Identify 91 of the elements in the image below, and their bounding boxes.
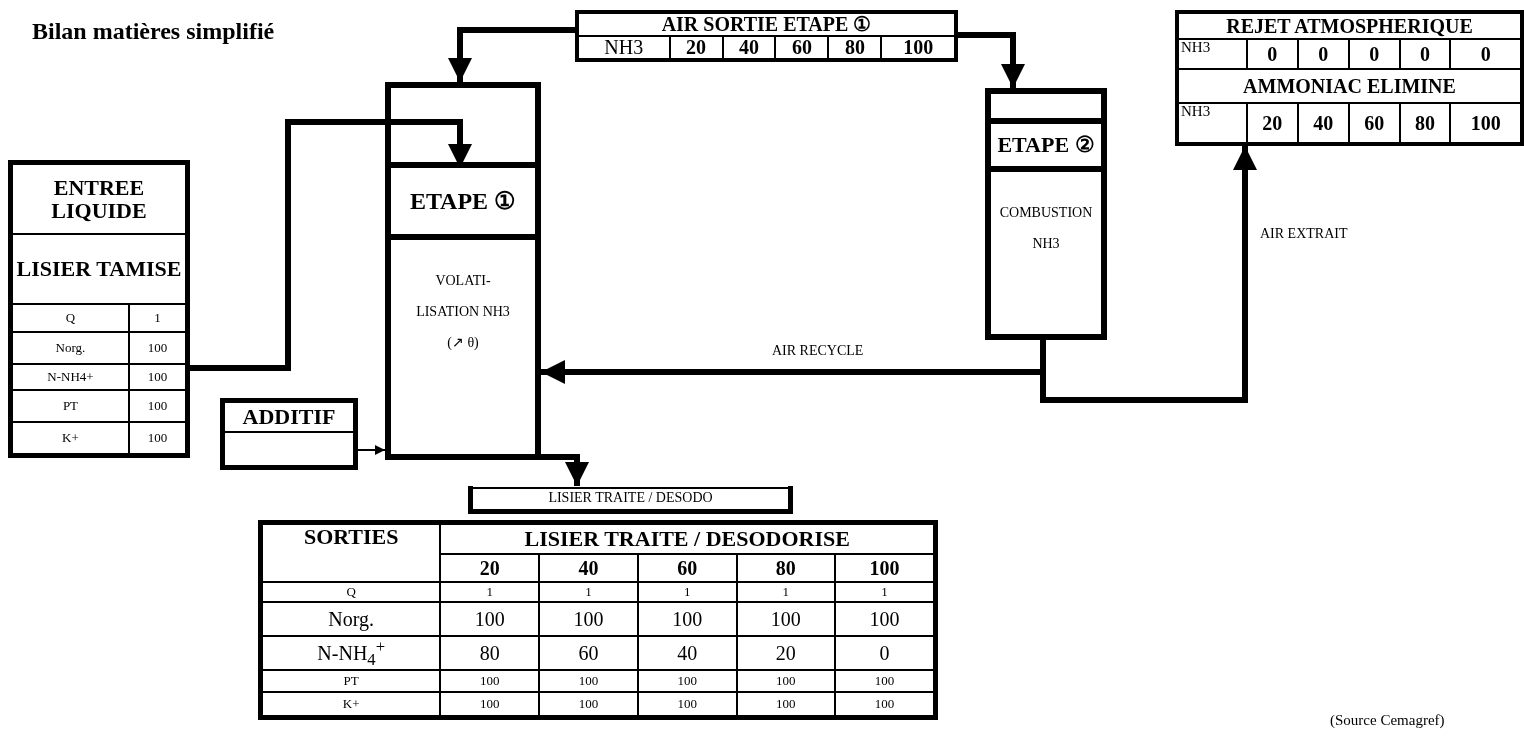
table-value: 100 xyxy=(637,692,737,716)
table-heading: LISIER TAMISE xyxy=(12,234,186,304)
table-value: 0 xyxy=(1399,39,1451,69)
table-value: 100 xyxy=(128,364,186,390)
table-value: 100 xyxy=(736,692,836,716)
table-value: 0 xyxy=(1348,39,1400,69)
data-table xyxy=(258,520,938,720)
table-value: 100 xyxy=(440,692,540,716)
parameter-label: Q xyxy=(12,304,129,332)
table-value: 100 xyxy=(736,602,836,636)
table-value: PT xyxy=(262,670,441,692)
table-value: 0 xyxy=(1297,39,1349,69)
table-value: 100 xyxy=(128,332,186,364)
table-value: 40 xyxy=(637,636,737,670)
arrow xyxy=(190,119,472,371)
table-value: Q xyxy=(262,582,441,602)
arrow xyxy=(541,454,589,486)
table-value: 100 xyxy=(835,670,934,692)
table-value: 100 xyxy=(440,602,540,636)
table-value: 1 xyxy=(128,304,186,332)
table-value: 80 xyxy=(828,36,882,59)
table-value: 100 xyxy=(1450,103,1521,143)
table-value: 100 xyxy=(128,422,186,454)
table-value: 100 xyxy=(128,390,186,422)
table-value: 1 xyxy=(440,582,540,602)
table-value: 100 xyxy=(539,602,638,636)
arrow xyxy=(357,445,386,455)
process-column xyxy=(385,82,541,460)
table-value: 1 xyxy=(539,582,638,602)
table-value: 1 xyxy=(637,582,737,602)
process-description: VOLATI- LISATION NH3 (↗ θ) xyxy=(415,272,511,352)
arrow xyxy=(958,32,1025,88)
table-value: 20 xyxy=(1246,103,1298,143)
table-value: 1 xyxy=(736,582,836,602)
process-column xyxy=(985,88,1107,340)
table-value: 60 xyxy=(637,554,737,582)
table-value: 0 xyxy=(1450,39,1521,69)
table-value: 100 xyxy=(835,602,934,636)
table-value: AIR SORTIE ETAPE ① xyxy=(578,13,955,36)
data-table xyxy=(8,160,190,458)
table-value: 60 xyxy=(539,636,638,670)
table-value: 40 xyxy=(539,554,638,582)
parameter-label: Norg. xyxy=(12,332,129,364)
table-heading: ADDITIF xyxy=(224,402,354,432)
table-heading: LISIER TRAITE / DESODORISE xyxy=(440,524,934,554)
table-value: 100 xyxy=(539,692,638,716)
stage-title: ETAPE ② xyxy=(991,124,1101,172)
table-value: 100 xyxy=(637,670,737,692)
table-value: 80 xyxy=(1399,103,1451,143)
table-value: 60 xyxy=(1348,103,1400,143)
table-value: Norg. xyxy=(262,602,441,636)
table-value: AMMONIAC ELIMINE xyxy=(1178,69,1521,103)
table-value: K+ xyxy=(262,692,441,716)
parameter-label: NH3 xyxy=(1178,39,1247,69)
table-heading: ENTREE LIQUIDE xyxy=(12,164,186,234)
table-value: 1 xyxy=(835,582,934,602)
data-table xyxy=(220,398,358,470)
table-value: 100 xyxy=(637,602,737,636)
table-value: 100 xyxy=(736,670,836,692)
table-value: 100 xyxy=(881,36,955,59)
table-value: 100 xyxy=(835,554,934,582)
tank-label: LISIER TRAITE / DESODO xyxy=(473,487,788,509)
arrow xyxy=(448,27,575,82)
table-value: 20 xyxy=(440,554,540,582)
table-value: 80 xyxy=(440,636,540,670)
data-table xyxy=(575,10,958,62)
diagram-title: Bilan matières simplifié xyxy=(32,18,275,45)
table-value: 20 xyxy=(736,636,836,670)
parameter-label: NH3 xyxy=(1178,103,1247,143)
data-table xyxy=(1175,10,1524,146)
table-value: 100 xyxy=(835,692,934,716)
table-value: 80 xyxy=(736,554,836,582)
tank xyxy=(468,486,793,514)
process-description: COMBUSTION NH3 xyxy=(998,204,1094,253)
table-value: 0 xyxy=(1246,39,1298,69)
parameter-label: N-NH4+ xyxy=(12,364,129,390)
table-value: REJET ATMOSPHERIQUE xyxy=(1178,13,1521,39)
table-value: 100 xyxy=(539,670,638,692)
table-value: 20 xyxy=(669,36,723,59)
table-value: 60 xyxy=(775,36,829,59)
parameter-label: PT xyxy=(12,390,129,422)
parameter-label: NH3 xyxy=(578,36,670,59)
source-note: (Source Cemagref) xyxy=(1330,712,1445,729)
table-value: 40 xyxy=(722,36,776,59)
table-value: 0 xyxy=(835,636,934,670)
parameter-label: K+ xyxy=(12,422,129,454)
stage-title: ETAPE ① xyxy=(391,168,535,240)
table-value: 40 xyxy=(1297,103,1349,143)
arrow xyxy=(1040,146,1257,403)
table-heading: SORTIES xyxy=(262,524,441,582)
table-value: 100 xyxy=(440,670,540,692)
